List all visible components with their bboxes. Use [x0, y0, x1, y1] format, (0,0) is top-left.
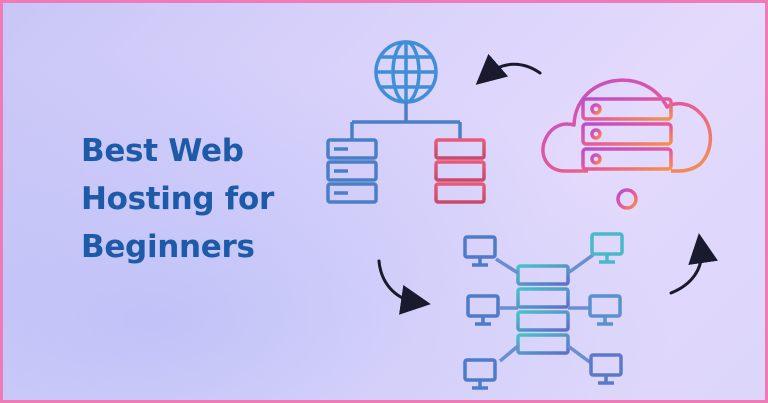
headline-line-3: Beginners: [81, 229, 255, 265]
server-icon: [326, 138, 378, 204]
globe-icon: [374, 40, 438, 104]
cloud-server-icon: [541, 78, 713, 210]
arrow-icon: [475, 53, 542, 85]
globe-connector: [350, 102, 462, 140]
headline-line-1: Best Web: [81, 133, 244, 169]
server-icon: [434, 138, 486, 204]
arrow-icon: [377, 259, 431, 315]
headline-line-2: Hosting for: [81, 181, 274, 217]
network-icon: [463, 232, 624, 390]
arrow-icon: [669, 233, 718, 295]
headline: Best Web Hosting for Beginners: [81, 127, 321, 271]
hosting-illustration: [326, 40, 718, 390]
